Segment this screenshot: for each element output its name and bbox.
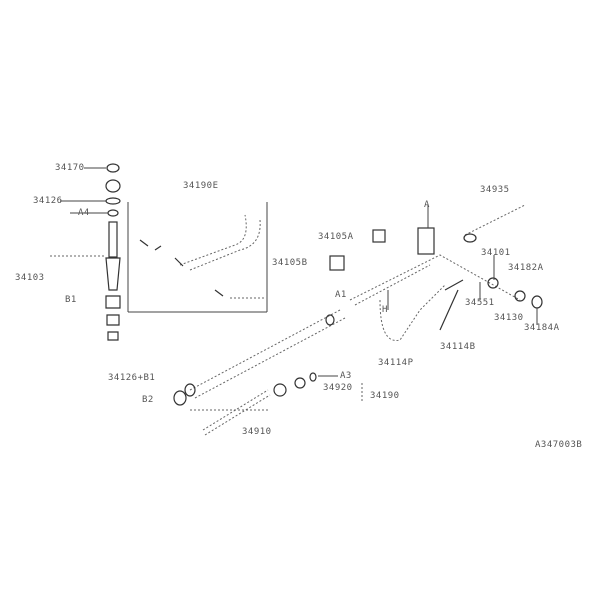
label-34184a: 34184A bbox=[524, 323, 560, 333]
label-34935: 34935 bbox=[480, 185, 510, 195]
label-34920: 34920 bbox=[323, 383, 353, 393]
label-b1: B1 bbox=[65, 295, 77, 305]
label-34130: 34130 bbox=[494, 313, 524, 323]
inset-cable bbox=[139, 214, 265, 299]
label-34126: 34126 bbox=[33, 196, 63, 206]
label-34190e: 34190E bbox=[183, 181, 219, 191]
label-a1: A1 bbox=[335, 290, 347, 300]
label-34114p: 34114P bbox=[378, 358, 414, 368]
label-34103: 34103 bbox=[15, 273, 45, 283]
label-34105b: 34105B bbox=[272, 258, 308, 268]
inset-frame bbox=[127, 202, 268, 313]
label-34101: 34101 bbox=[481, 248, 511, 258]
label-34114b: 34114B bbox=[440, 342, 476, 352]
reference-code: A347003B bbox=[535, 440, 583, 450]
label-34182a: 34182A bbox=[508, 263, 544, 273]
control-rods bbox=[173, 309, 363, 436]
label-a: A bbox=[424, 200, 430, 210]
label-34170: 34170 bbox=[55, 163, 85, 173]
label-34551: 34551 bbox=[465, 298, 495, 308]
shift-knob-stack bbox=[50, 163, 121, 341]
label-34910: 34910 bbox=[242, 427, 272, 437]
label-h: H bbox=[382, 305, 388, 315]
shift-linkage bbox=[329, 204, 543, 341]
label-34105a: 34105A bbox=[318, 232, 354, 242]
label-b2: B2 bbox=[142, 395, 154, 405]
label-34190: 34190 bbox=[370, 391, 400, 401]
label-a4: A4 bbox=[78, 208, 90, 218]
label-a3: A3 bbox=[340, 371, 352, 381]
label-34126-b1: 34126+B1 bbox=[108, 373, 156, 383]
